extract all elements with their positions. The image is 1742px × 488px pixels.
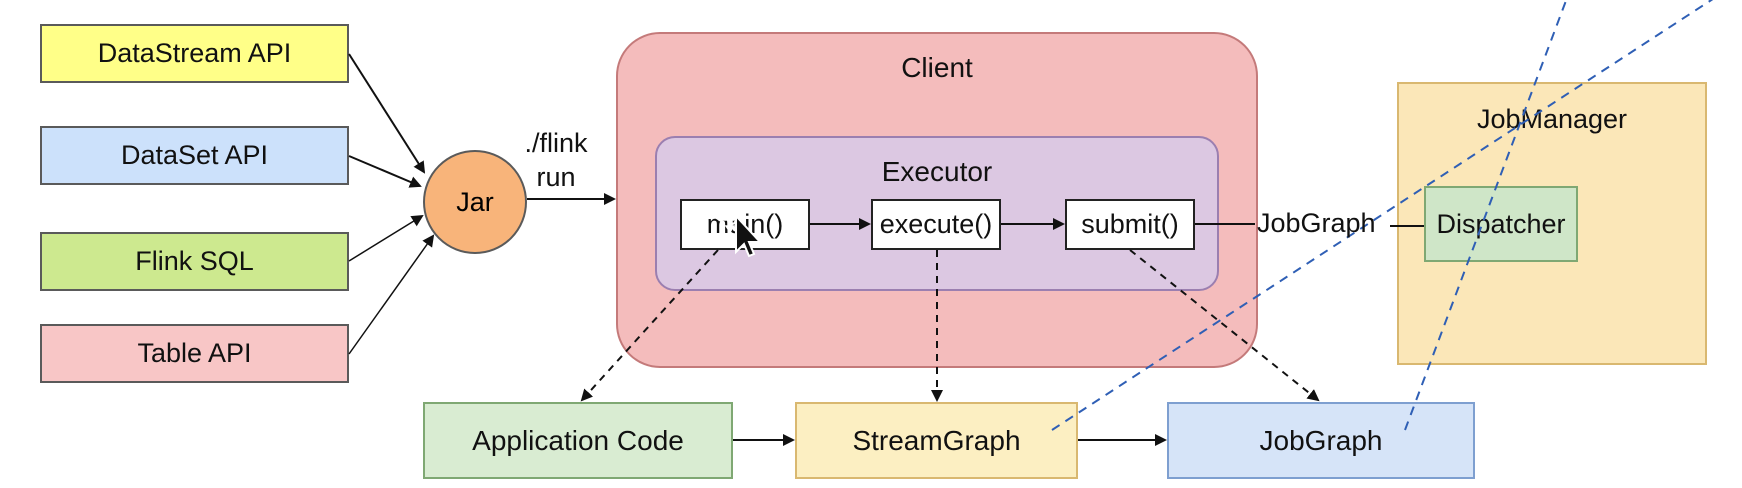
flink-run-label: ./flink run [516,126,596,194]
jobmanager-title: JobManager [1476,104,1628,134]
mouse-pointer-icon [716,202,763,258]
application-code-box: Application Code [423,402,733,479]
job-graph-box: JobGraph [1167,402,1475,479]
flink-run-line2: run [536,162,576,192]
arrow-sql-to-jar [348,214,424,262]
jar-node: Jar [423,150,527,254]
arrow-table-to-jar [348,234,435,355]
table-api-box: Table API [40,324,349,383]
flink-sql-box: Flink SQL [40,232,349,291]
arrow-datastream-to-jar [348,53,426,174]
client-title: Client [901,52,973,83]
flink-run-line1: ./flink [524,128,588,158]
dataset-api-box: DataSet API [40,126,349,185]
submit-method-box: submit() [1065,199,1195,250]
arrow-dataset-to-jar [348,155,422,188]
jobgraph-edge-label: JobGraph [1257,208,1376,238]
executor-title: Executor [881,156,993,187]
stream-graph-box: StreamGraph [795,402,1078,479]
dispatcher-box: Dispatcher [1424,186,1578,262]
datastream-api-box: DataStream API [40,24,349,83]
execute-method-box: execute() [871,199,1001,250]
